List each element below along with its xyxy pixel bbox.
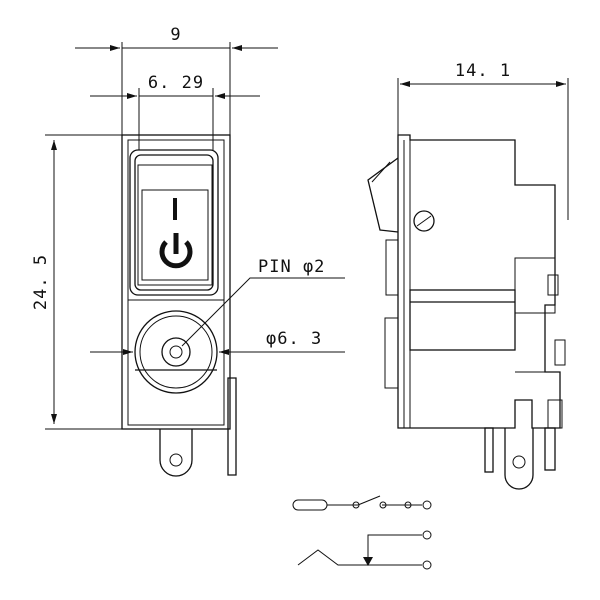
dim-jack: φ6. 3 (90, 329, 345, 355)
on-mark (173, 198, 177, 220)
rocker-inner (137, 164, 213, 286)
side-view (367, 134, 566, 490)
dc-jack (134, 310, 218, 394)
dim-label-width-outer: 9 (170, 25, 181, 45)
dim-label-jack: φ6. 3 (266, 329, 322, 349)
dim-label-height: 24. 5 (31, 254, 51, 310)
front-housing-outer (121, 134, 231, 430)
screw-icon (413, 210, 435, 232)
power-icon (159, 233, 193, 269)
plug-symbol (292, 499, 328, 511)
dim-height: 24. 5 (31, 134, 122, 430)
terminal-pin (484, 427, 494, 473)
dim-width-inner: 6. 29 (90, 73, 260, 150)
terminal-lug (504, 428, 534, 490)
dim-label-pin: PIN φ2 (258, 257, 325, 277)
side-housing (397, 134, 561, 429)
rocker-bezel (129, 149, 219, 296)
dim-label-width-inner: 6. 29 (148, 73, 204, 93)
dim-label-depth: 14. 1 (455, 61, 511, 81)
switch-schematic (292, 495, 432, 511)
dim-pin: PIN φ2 (181, 257, 345, 347)
dim-depth: 14. 1 (397, 61, 569, 220)
front-housing-inner (127, 139, 225, 426)
rocker-button (141, 189, 209, 281)
dim-width-outer: 9 (75, 25, 278, 135)
rocker-frame (134, 154, 214, 291)
front-view (121, 134, 237, 477)
rocker-profile (367, 157, 399, 233)
mounting-tab (159, 429, 193, 477)
switch-contact (357, 495, 381, 506)
jack-schematic (297, 530, 432, 570)
